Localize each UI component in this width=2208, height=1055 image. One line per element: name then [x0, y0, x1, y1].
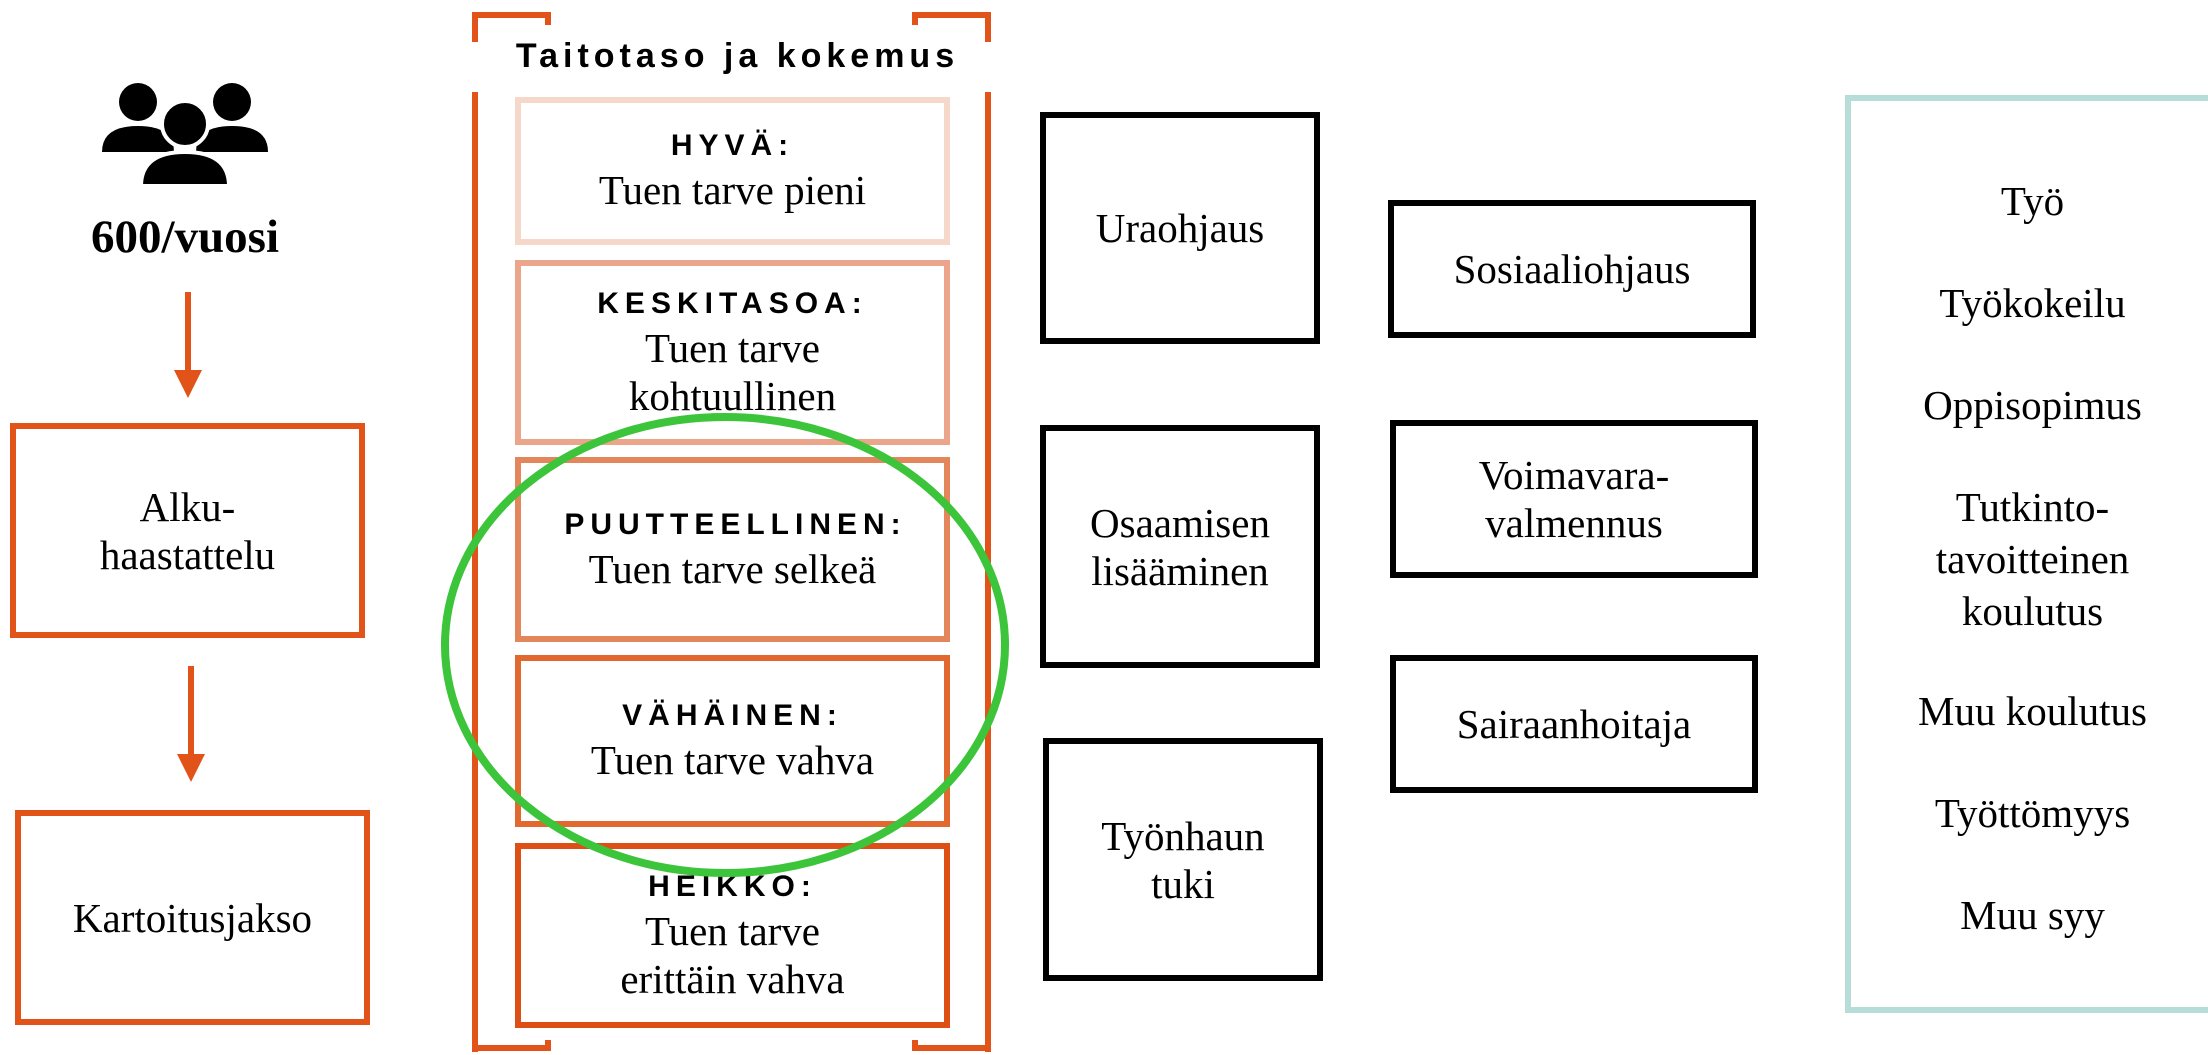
- arrow-down-1: [185, 292, 191, 372]
- outcome-tyo: Työ: [2000, 178, 2065, 224]
- level-puutteellinen-box: PUUTTEELLINEN: Tuen tarve selkeä: [515, 457, 950, 642]
- voimavaravalmennus-box: Voimavara- valmennus: [1390, 420, 1758, 578]
- level-puutteellinen-text: Tuen tarve selkeä: [588, 545, 877, 592]
- level-heikko-text-1: Tuen tarve: [645, 907, 820, 954]
- kartoitusjakso-label: Kartoitusjakso: [72, 894, 313, 941]
- arrow-down-2: [188, 666, 194, 756]
- sairaanhoitaja-box: Sairaanhoitaja: [1390, 655, 1758, 793]
- alkuhaastattelu-line-1: Alku-: [139, 483, 236, 530]
- osaamisen-lisaaminen-box: Osaamisen lisääminen: [1040, 425, 1320, 668]
- uraohjaus-box: Uraohjaus: [1040, 112, 1320, 344]
- voimavara-line-1: Voimavara-: [1478, 452, 1670, 498]
- level-keskitasoa-box: KESKITASOA: Tuen tarve kohtuullinen: [515, 260, 950, 445]
- level-vahainen-heading: VÄHÄINEN:: [622, 699, 843, 732]
- kartoitusjakso-box: Kartoitusjakso: [15, 810, 370, 1025]
- outcome-tutkinto-line-2: tavoitteinen: [1935, 536, 2130, 582]
- outcome-tutkinto-line-3: koulutus: [1961, 588, 2104, 634]
- sairaanhoitaja-label: Sairaanhoitaja: [1456, 701, 1692, 747]
- alkuhaastattelu-line-2: haastattelu: [99, 531, 276, 578]
- level-heikko-box: HEIKKO: Tuen tarve erittäin vahva: [515, 843, 950, 1028]
- level-keskitasoa-heading: KESKITASOA:: [597, 286, 868, 320]
- sosiaaliohjaus-label: Sosiaaliohjaus: [1453, 246, 1691, 292]
- level-puutteellinen-heading-colon: :: [890, 507, 901, 541]
- group-of-people-icon: [102, 83, 268, 188]
- arrow-down-2-head: [177, 754, 205, 782]
- outcome-tutkinto-line-1: Tutkinto-: [1955, 484, 2110, 530]
- level-keskitasoa-text-2: kohtuullinen: [628, 372, 837, 419]
- level-vahainen-text: Tuen tarve vahva: [590, 737, 875, 783]
- outcomes-box: Työ Työkokeilu Oppisopimus Tutkinto- tav…: [1845, 95, 2208, 1013]
- level-keskitasoa-text-1: Tuen tarve: [645, 324, 820, 371]
- highlight-ellipse: [441, 413, 1009, 877]
- arrow-down-1-head: [174, 370, 202, 398]
- level-puutteellinen-heading: PUUTTEELLINEN:: [564, 507, 900, 543]
- yearly-count: 600/vuosi: [90, 211, 280, 263]
- outcome-muu-syy: Muu syy: [1960, 892, 2105, 938]
- tyonhaun-line-1: Työnhaun: [1101, 812, 1265, 859]
- outcome-muu-koulutus: Muu koulutus: [1918, 688, 2147, 734]
- tyonhaun-line-2: tuki: [1151, 860, 1215, 907]
- level-hyva-text: Tuen tarve pieni: [598, 167, 867, 213]
- uraohjaus-label: Uraohjaus: [1095, 205, 1265, 251]
- sosiaaliohjaus-box: Sosiaaliohjaus: [1388, 200, 1756, 338]
- level-puutteellinen-heading-word: PUUTTEELLINEN: [564, 507, 891, 541]
- osaamisen-line-2: lisääminen: [1091, 547, 1269, 594]
- tyonhaun-tuki-box: Työnhaun tuki: [1043, 738, 1323, 981]
- outcome-tyottomyys: Työttömyys: [1934, 790, 2131, 836]
- level-hyva-box: HYVÄ: Tuen tarve pieni: [515, 97, 950, 245]
- level-heikko-text-2: erittäin vahva: [620, 955, 845, 1002]
- level-vahainen-box: VÄHÄINEN: Tuen tarve vahva: [515, 655, 950, 827]
- osaamisen-line-1: Osaamisen: [1090, 499, 1270, 546]
- level-hyva-heading: HYVÄ:: [670, 129, 795, 162]
- outcome-oppisopimus: Oppisopimus: [1923, 382, 2142, 428]
- voimavara-line-2: valmennus: [1485, 500, 1663, 546]
- levels-title: Taitotaso ja kokemus: [515, 37, 960, 75]
- alkuhaastattelu-box: Alku- haastattelu: [10, 423, 365, 638]
- outcome-tyokokeilu: Työkokeilu: [1939, 280, 2126, 326]
